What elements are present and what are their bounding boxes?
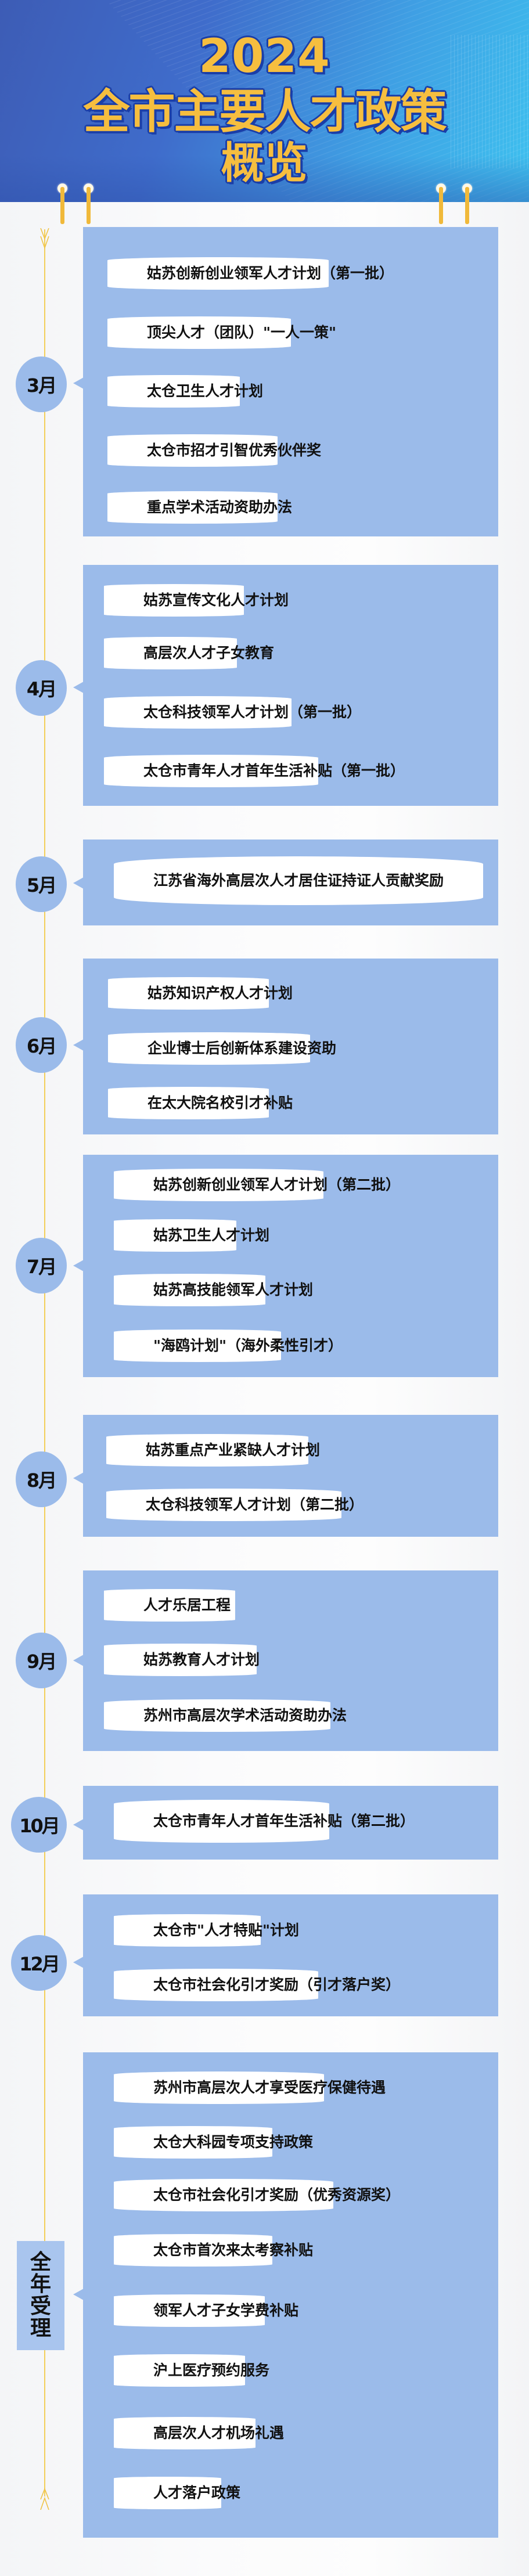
policy-item[interactable]: 人才落户政策	[114, 2477, 240, 2509]
policy-item[interactable]: 江苏省海外高层次人才居住证持证人贡献奖励	[114, 856, 483, 905]
policy-item[interactable]: 太仓市社会化引才奖励（引才落户奖）	[114, 1969, 400, 2001]
policy-item[interactable]: 姑苏高技能领军人才计划	[114, 1274, 313, 1306]
policy-item[interactable]: 太仓市"人才特贴"计划	[114, 1914, 299, 1947]
month-badge-march: 3月	[16, 356, 67, 412]
callout-arrow	[73, 1472, 84, 1484]
chevron-up-icon	[40, 2488, 49, 2510]
policy-item[interactable]: 太仓科技领军人才计划（第一批）	[104, 696, 361, 729]
month-panel-june: 姑苏知识产权人才计划 企业博士后创新体系建设资助 在太大院名校引才补贴	[83, 959, 498, 1134]
month-badge-june: 6月	[16, 1017, 67, 1073]
policy-item[interactable]: 苏州市高层次学术活动资助办法	[104, 1699, 347, 1732]
month-badge-september: 9月	[16, 1633, 67, 1688]
month-badge-april: 4月	[16, 660, 67, 716]
policy-item[interactable]: 沪上医疗预约服务	[114, 2354, 269, 2387]
month-badge-may: 5月	[16, 856, 67, 912]
callout-arrow	[73, 1655, 84, 1666]
policy-item[interactable]: 领军人才子女学费补贴	[114, 2294, 298, 2327]
all-year-char: 理	[30, 2316, 51, 2340]
callout-arrow	[73, 377, 84, 389]
month-panel-october: 太仓市青年人才首年生活补贴（第二批）	[83, 1786, 498, 1860]
policy-item[interactable]: 重点学术活动资助办法	[107, 491, 292, 524]
all-year-char: 年	[30, 2272, 51, 2296]
callout-arrow	[73, 1260, 84, 1271]
policy-item[interactable]: 顶尖人才（团队）"一人一策"	[107, 316, 336, 349]
policy-item[interactable]: 姑苏知识产权人才计划	[108, 977, 293, 1010]
month-panel-april: 姑苏宣传文化人才计划 高层次人才子女教育 太仓科技领军人才计划（第一批） 太仓市…	[83, 565, 498, 806]
policy-item[interactable]: 太仓大科园专项支持政策	[114, 2126, 313, 2159]
month-badge-july: 7月	[16, 1238, 67, 1294]
all-year-badge: 全 年 受 理	[17, 2241, 64, 2350]
policy-item[interactable]: 姑苏宣传文化人才计划	[104, 584, 289, 617]
policy-item[interactable]: 人才乐居工程	[104, 1589, 235, 1622]
policy-item[interactable]: 太仓卫生人才计划	[107, 375, 263, 408]
month-badge-december: 12月	[11, 1935, 67, 1991]
month-panel-may: 江苏省海外高层次人才居住证持证人贡献奖励	[83, 840, 498, 925]
month-panel-march: 姑苏创新创业领军人才计划（第一批） 顶尖人才（团队）"一人一策" 太仓卫生人才计…	[83, 227, 498, 536]
month-panel-all-year: 苏州市高层次人才享受医疗保健待遇 太仓大科园专项支持政策 太仓市社会化引才奖励（…	[83, 2052, 498, 2538]
month-panel-december: 太仓市"人才特贴"计划 太仓市社会化引才奖励（引才落户奖）	[83, 1894, 498, 2016]
timeline-line	[44, 229, 45, 2496]
callout-arrow	[73, 877, 84, 889]
policy-item[interactable]: 太仓市社会化引才奖励（优秀资源奖）	[114, 2179, 400, 2211]
policy-item[interactable]: 高层次人才机场礼遇	[114, 2417, 284, 2449]
policy-item[interactable]: "海鸥计划"（海外柔性引才）	[114, 1330, 343, 1362]
page-title: 全市主要人才政策	[83, 85, 447, 139]
month-badge-august: 8月	[16, 1451, 67, 1507]
month-badge-october: 10月	[11, 1797, 67, 1853]
callout-arrow	[73, 1039, 84, 1051]
policy-item[interactable]: 太仓科技领军人才计划（第二批）	[106, 1489, 364, 1521]
policy-item[interactable]: 高层次人才子女教育	[104, 637, 274, 669]
policy-item[interactable]: 太仓市青年人才首年生活补贴（第二批）	[114, 1800, 415, 1843]
policy-item[interactable]: 姑苏卫生人才计划	[114, 1219, 269, 1252]
title-year: 2024	[199, 29, 330, 83]
month-panel-august: 姑苏重点产业紧缺人才计划 太仓科技领军人才计划（第二批）	[83, 1415, 498, 1537]
policy-item[interactable]: 企业博士后创新体系建设资助	[108, 1032, 336, 1065]
all-year-char: 受	[30, 2294, 51, 2318]
policy-item[interactable]: 苏州市高层次人才享受医疗保健待遇	[114, 2071, 386, 2104]
callout-arrow	[73, 682, 84, 693]
policy-item[interactable]: 姑苏创新创业领军人才计划（第一批）	[107, 257, 394, 290]
callout-arrow	[73, 1819, 84, 1831]
month-panel-july: 姑苏创新创业领军人才计划（第二批） 姑苏卫生人才计划 姑苏高技能领军人才计划 "…	[83, 1155, 498, 1377]
callout-arrow	[73, 2289, 84, 2300]
policy-item[interactable]: 在太大院名校引才补贴	[108, 1087, 293, 1119]
policy-item[interactable]: 太仓市招才引智优秀伙伴奖	[107, 434, 321, 467]
policy-item[interactable]: 姑苏创新创业领军人才计划（第二批）	[114, 1169, 400, 1201]
policy-item[interactable]: 姑苏重点产业紧缺人才计划	[106, 1434, 320, 1467]
policy-item[interactable]: 太仓市青年人才首年生活补贴（第一批）	[104, 755, 405, 787]
header-banner: 2024 全市主要人才政策 概览	[0, 0, 529, 202]
chevron-down-icon	[40, 228, 49, 250]
header-bars-decoration	[448, 35, 529, 168]
policy-item[interactable]: 太仓市首次来太考察补贴	[114, 2234, 313, 2267]
month-panel-september: 人才乐居工程 姑苏教育人才计划 苏州市高层次学术活动资助办法	[83, 1570, 498, 1751]
page-subtitle: 概览	[221, 138, 308, 188]
callout-arrow	[73, 1957, 84, 1968]
policy-item[interactable]: 姑苏教育人才计划	[104, 1644, 260, 1676]
all-year-char: 全	[30, 2250, 51, 2274]
